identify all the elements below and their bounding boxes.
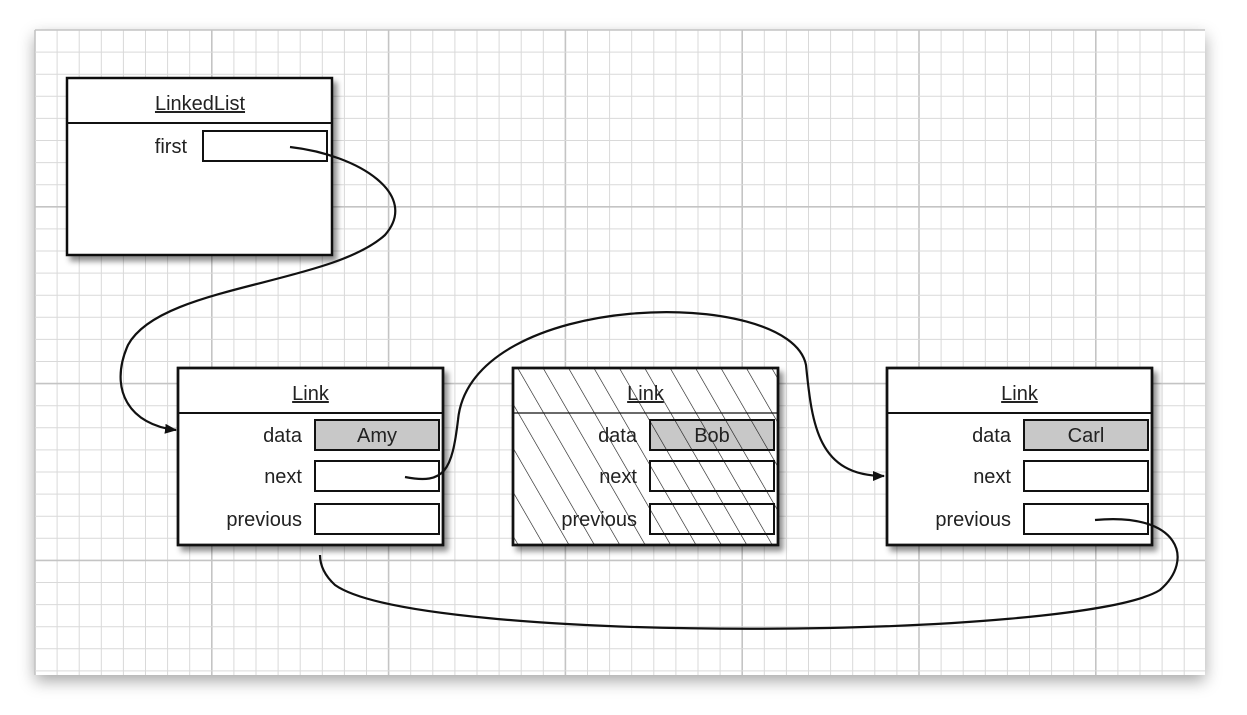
field-label-next: next — [599, 466, 637, 488]
linkedlist-title: LinkedList — [155, 93, 246, 115]
field-label-data: data — [598, 425, 638, 447]
removed-hatching — [513, 368, 778, 545]
field-data — [1023, 419, 1149, 451]
linkedlist-box: LinkedList first — [65, 76, 334, 257]
field-label-previous: previous — [561, 509, 637, 531]
link-node-bob: Link data next previous Bob — [511, 366, 780, 547]
link-title: Link — [292, 383, 330, 405]
field-previous — [314, 503, 440, 535]
link-border — [176, 366, 445, 547]
data-value: Amy — [357, 425, 397, 447]
field-fill-next — [315, 461, 439, 491]
field-previous — [1023, 503, 1149, 535]
link-border — [511, 366, 780, 547]
data-value: Bob — [694, 425, 730, 447]
field-previous — [649, 503, 775, 535]
link-border — [885, 366, 1154, 547]
field-fill-next — [1024, 461, 1148, 491]
field-data — [314, 419, 440, 451]
field-fill-previous — [315, 504, 439, 534]
amy-next-arrow — [404, 311, 885, 481]
field-label-previous: previous — [935, 509, 1011, 531]
first-pointer-arrow — [119, 145, 397, 434]
field-label-next: next — [264, 466, 302, 488]
field-label-previous: previous — [226, 509, 302, 531]
first-label: first — [155, 136, 188, 158]
field-label-data: data — [972, 425, 1012, 447]
field-next — [1023, 460, 1149, 492]
data-value: Carl — [1068, 425, 1105, 447]
link-title: Link — [627, 383, 665, 405]
field-fill-data — [1024, 420, 1148, 450]
link-node-amy: Link data next previous Amy — [176, 366, 445, 547]
link-node-carl: Link data next previous Carl — [885, 366, 1154, 547]
field-label-next: next — [973, 466, 1011, 488]
carl-previous-arrow — [318, 518, 1179, 630]
field-label-data: data — [263, 425, 303, 447]
link-title: Link — [1001, 383, 1039, 405]
field-data — [649, 419, 775, 451]
field-fill-data — [315, 420, 439, 450]
field-next — [649, 460, 775, 492]
first-field — [202, 130, 328, 162]
